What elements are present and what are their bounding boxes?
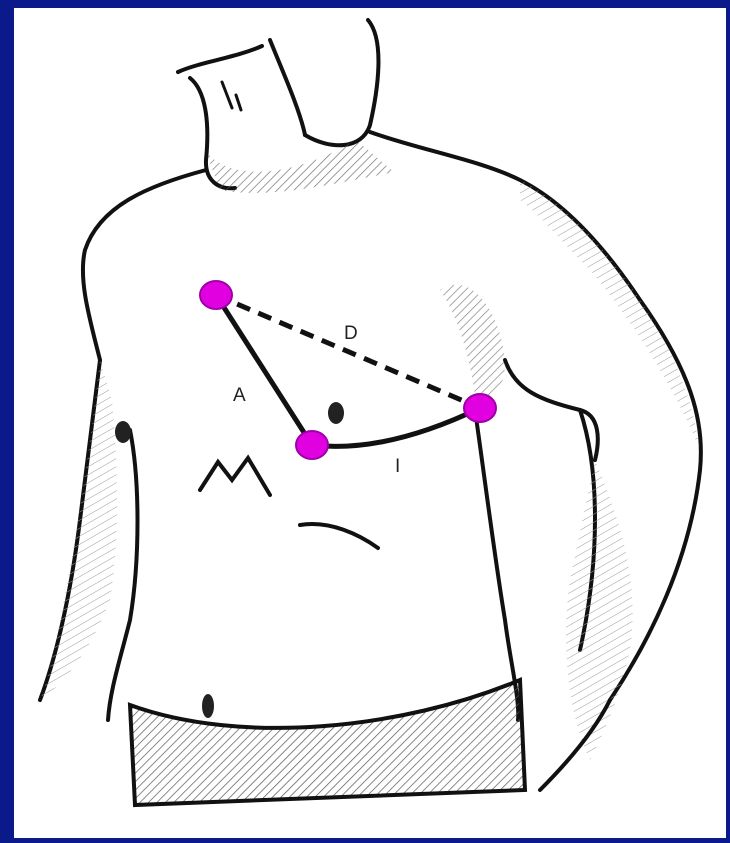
axilla-shading <box>440 285 505 397</box>
right-nipple <box>115 421 131 443</box>
waistband <box>130 680 525 805</box>
lead-label-a: A <box>233 385 246 406</box>
right-arm-shading <box>40 360 117 700</box>
anatomical-details <box>200 458 378 548</box>
lead-label-i: I <box>395 456 400 477</box>
left-nipple <box>328 402 344 424</box>
electrode-upper-right <box>200 281 232 309</box>
shoulder-shading <box>520 180 700 450</box>
electrode-left-lateral <box>464 394 496 422</box>
neck-shading <box>205 140 395 193</box>
lead-d-line <box>216 295 480 408</box>
navel <box>202 694 214 718</box>
electrode-lower-center <box>296 431 328 459</box>
lead-label-d: D <box>344 323 358 344</box>
